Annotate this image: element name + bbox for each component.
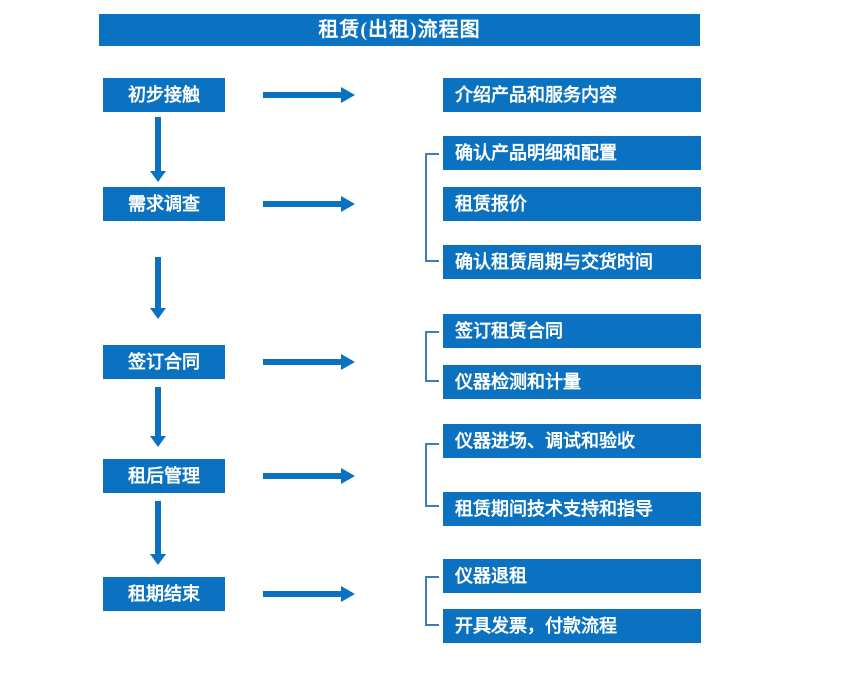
output-box: 签订租赁合同 — [443, 314, 701, 348]
arrow-stem — [263, 201, 341, 207]
step-box-sign-contract: 签订合同 — [103, 345, 225, 379]
down-arrow-icon — [150, 501, 166, 565]
arrow-head — [341, 468, 355, 484]
arrow-head — [341, 196, 355, 212]
arrow-head — [341, 354, 355, 370]
arrow-stem — [155, 501, 161, 554]
output-box: 仪器检测和计量 — [443, 365, 701, 399]
right-arrow-icon — [263, 468, 355, 484]
output-box: 仪器进场、调试和验收 — [443, 424, 701, 458]
arrow-stem — [155, 387, 161, 436]
down-arrow-icon — [150, 117, 166, 182]
output-box: 确认租赁周期与交货时间 — [443, 245, 701, 279]
flowchart-title: 租赁(出租)流程图 — [99, 14, 700, 46]
right-arrow-icon — [263, 586, 355, 602]
arrow-head — [341, 586, 355, 602]
arrow-head — [150, 554, 166, 565]
arrow-head — [150, 171, 166, 182]
arrow-head — [150, 308, 166, 319]
down-arrow-icon — [150, 387, 166, 447]
arrow-stem — [263, 359, 341, 365]
step-box-post-rental-mgmt: 租后管理 — [103, 459, 225, 493]
arrow-stem — [155, 257, 161, 308]
output-box: 仪器退租 — [443, 559, 701, 593]
right-arrow-icon — [263, 354, 355, 370]
group-bracket — [425, 443, 439, 507]
right-arrow-icon — [263, 196, 355, 212]
output-box: 确认产品明细和配置 — [443, 136, 701, 170]
output-box: 开具发票，付款流程 — [443, 609, 701, 643]
output-box: 租赁期间技术支持和指导 — [443, 492, 701, 526]
right-arrow-icon — [263, 87, 355, 103]
group-bracket — [425, 153, 439, 262]
down-arrow-icon — [150, 257, 166, 319]
arrow-stem — [263, 591, 341, 597]
group-bracket — [425, 331, 439, 382]
group-bracket — [425, 576, 439, 626]
step-box-demand-survey: 需求调查 — [103, 187, 225, 221]
output-box: 介绍产品和服务内容 — [443, 78, 701, 112]
arrow-head — [341, 87, 355, 103]
output-box: 租赁报价 — [443, 187, 701, 221]
arrow-stem — [155, 117, 161, 171]
arrow-stem — [263, 92, 341, 98]
step-box-lease-end: 租期结束 — [103, 577, 225, 611]
arrow-stem — [263, 473, 341, 479]
step-box-initial-contact: 初步接触 — [103, 78, 225, 112]
arrow-head — [150, 436, 166, 447]
